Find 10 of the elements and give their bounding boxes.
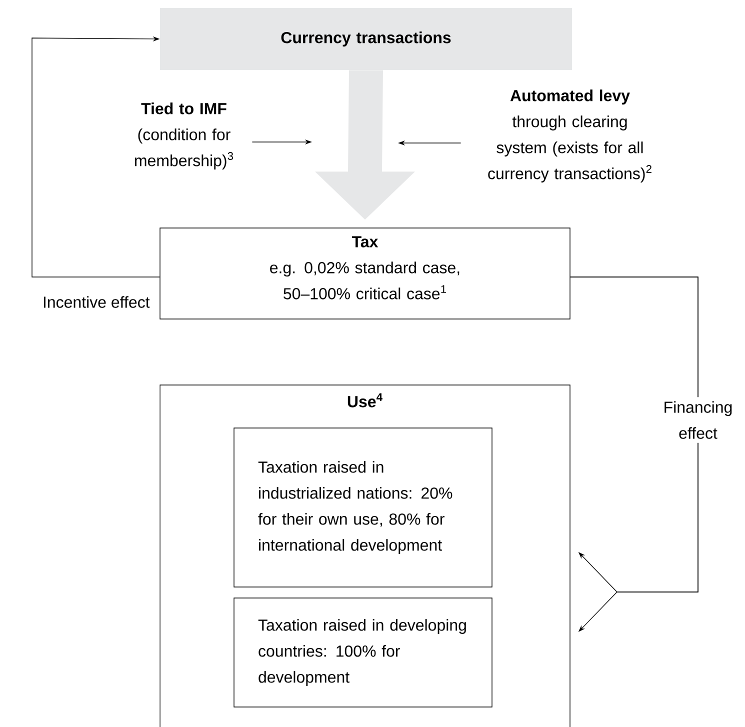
edge-label: Incentive effect [44,296,150,308]
annotation-text: Automated levy through clearing system (exists for all currency transactions)$^{2}$ [488,90,652,182]
annotation-text: Tied to IMF (condition for membership)$^{3}$ [135,102,234,170]
arrow [32,36,160,278]
text-box: Taxation raised in developing countries: 100% for development [234,598,492,708]
process-box: Tax e.g. 0,02% standard case, 50–100% critical case$^{1}$ [160,228,570,320]
text-box: Taxation raised in industrialized nations: 20% for their own use, 80% for international development [234,428,492,588]
flow-box: Currency transactions [160,8,572,70]
block-arrow [315,70,415,220]
edge-label: Financing effect [654,397,742,443]
